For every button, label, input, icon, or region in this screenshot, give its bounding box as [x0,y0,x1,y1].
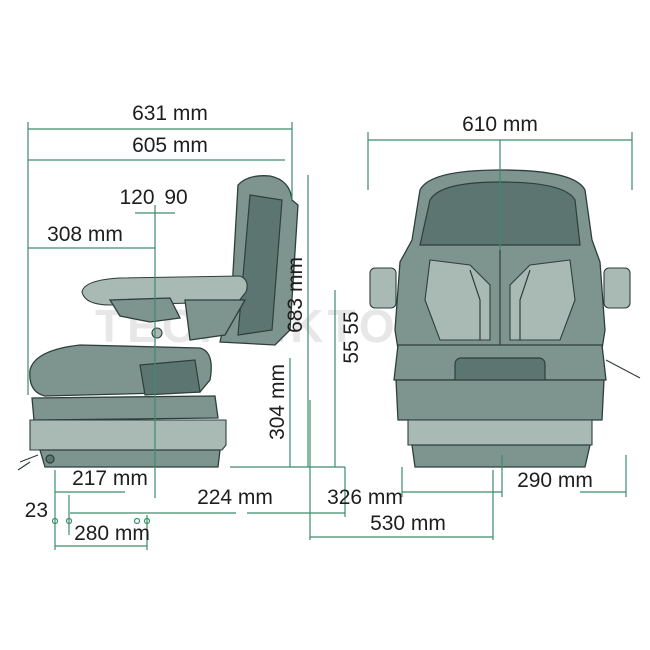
side-view-seat [17,175,299,471]
dim-mount-width-a: 224 mm [197,486,273,509]
dim-base-width: 530 mm [370,512,446,535]
dim-height: 683 mm [284,257,307,333]
dim-overall-width: 610 mm [462,113,538,136]
dim-backrest-offset: 308 mm [47,223,123,246]
dim-mount-width-b: 326 mm [327,486,403,509]
dim-rail-offset: 217 mm [72,467,148,490]
dim-travel-b: 55 [340,340,363,363]
dim-half-width: 290 mm [517,469,593,492]
dim-seat-height: 304 mm [266,364,289,440]
dim-hole-spacing: 280 mm [74,522,150,545]
dim-adjust-a: 120 [119,186,154,209]
front-view-seat [369,169,641,468]
dim-overall-depth: 631 mm [132,102,208,125]
dimension-lines [27,122,633,550]
dim-hole-offset: 23 [25,499,48,522]
dim-travel-a: 55 [340,311,363,334]
dim-adjust-b: 90 [164,186,187,209]
dim-depth: 605 mm [132,134,208,157]
